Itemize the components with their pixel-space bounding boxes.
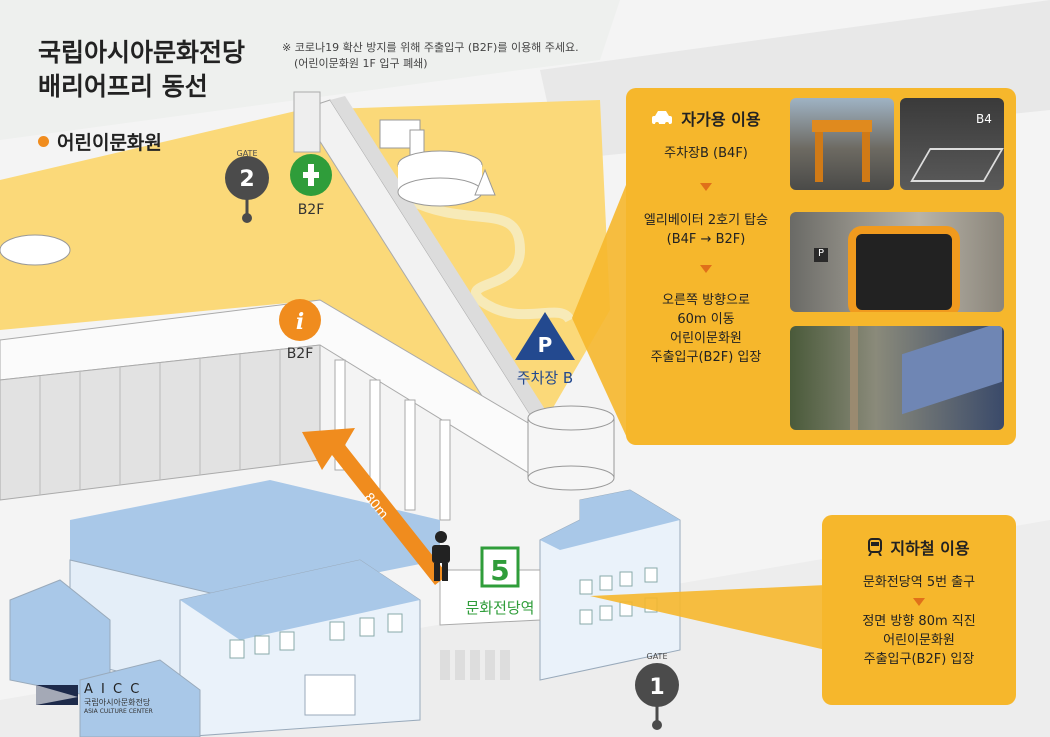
parking-label: 주차장 B <box>517 369 573 387</box>
car-step-2-line-2: (B4F → B2F) <box>666 232 746 247</box>
gate-2-word: GATE <box>237 149 258 158</box>
svg-text:i: i <box>296 309 304 335</box>
car-step-2-line-1: 엘리베이터 2호기 탑승 <box>643 213 769 228</box>
walkway-photo <box>790 326 1004 430</box>
notice-line-2: (어린이문화원 1F 입구 폐쇄) <box>294 57 428 70</box>
car-heading-text: 자가용 이용 <box>681 110 761 129</box>
subway-heading-text: 지하철 이용 <box>890 539 970 558</box>
title-line-1: 국립아시아문화전당 <box>38 38 246 67</box>
blue-buildings <box>9 480 681 737</box>
parking-entrance-photo <box>790 98 894 190</box>
car-route-panel: 자가용 이용 주차장B (B4F) 엘리베이터 2호기 탑승 (B4F → B2… <box>626 88 1016 445</box>
car-step-1: 주차장B (B4F) <box>664 146 748 161</box>
subway-step-2-line-2: 어린이문화원 <box>883 633 955 648</box>
parking-b4-photo: B4 <box>900 98 1004 190</box>
subway-step-2: 정면 방향 80m 직진 어린이문화원 주출입구(B2F) 입장 <box>822 612 1016 669</box>
subway-callout-pointer <box>590 585 826 650</box>
car-callout-pointer <box>572 180 628 440</box>
car-step-3-line-4: 주출입구(B2F) 입장 <box>650 350 762 365</box>
elevator-marker[interactable]: B2F <box>290 154 332 218</box>
logo-korean: 국립아시아문화전당 <box>84 698 151 707</box>
parking-letter: P <box>538 333 553 357</box>
info-marker[interactable]: i B2F <box>279 299 321 362</box>
car-step-3-line-1: 오른쪽 방향으로 <box>662 293 750 308</box>
car-step-3-line-2: 60m 이동 <box>677 312 735 327</box>
gate-2-pin[interactable]: GATE 2 <box>225 149 269 223</box>
parking-b-marker[interactable]: P 주차장 B <box>515 312 575 387</box>
subway-step-2-line-1: 정면 방향 80m 직진 <box>862 614 976 629</box>
info-floor: B2F <box>287 346 314 362</box>
arrow-down-icon <box>700 265 712 273</box>
notice: ※ 코로나19 확산 방지를 위해 주출입구 (B2F)를 이용해 주세요. (… <box>282 40 579 72</box>
route-arrow-80m <box>302 428 448 585</box>
train-icon <box>868 538 883 556</box>
elevator-floor: B2F <box>298 202 325 218</box>
car-step-3-line-3: 어린이문화원 <box>670 331 742 346</box>
person-icon <box>432 531 450 581</box>
cylinder-structure <box>527 405 615 491</box>
subway-heading: 지하철 이용 <box>822 535 1016 559</box>
subway-route-panel: 지하철 이용 문화전당역 5번 출구 정면 방향 80m 직진 어린이문화원 주… <box>822 515 1016 705</box>
subtitle: 어린이문화원 <box>38 128 162 155</box>
station-exit-5-marker[interactable]: 5 문화전당역 <box>465 546 535 617</box>
car-step-2: 엘리베이터 2호기 탑승 (B4F → B2F) <box>626 211 786 249</box>
gate-1-number: 1 <box>649 675 664 700</box>
orange-dot-icon <box>38 136 49 147</box>
gate-1-pin[interactable]: GATE 1 <box>635 652 679 730</box>
elevator-tower <box>293 91 321 153</box>
car-icon <box>652 111 673 126</box>
acc-logo <box>36 685 78 705</box>
subway-step-1: 문화전당역 5번 출구 <box>862 575 976 590</box>
car-step-3: 오른쪽 방향으로 60m 이동 어린이문화원 주출입구(B2F) 입장 <box>626 291 786 367</box>
car-heading: 자가용 이용 <box>626 106 786 130</box>
title-line-2: 배리어프리 동선 <box>38 72 208 101</box>
subway-step-2-line-3: 주출입구(B2F) 입장 <box>863 652 975 667</box>
logo-english: Asia Culture Center <box>84 708 153 715</box>
notice-line-1: ※ 코로나19 확산 방지를 위해 주출입구 (B2F)를 이용해 주세요. <box>282 41 579 54</box>
photo-b4-sign: B4 <box>976 112 992 126</box>
logo-text: A I C C 국립아시아문화전당 Asia Culture Center <box>84 682 153 715</box>
station-label: 문화전당역 <box>465 599 534 617</box>
subtitle-text: 어린이문화원 <box>57 132 162 154</box>
elevator-photo: P <box>790 212 1004 312</box>
arrow-down-icon <box>913 598 925 606</box>
arrow-down-icon <box>700 183 712 191</box>
playground <box>379 119 496 207</box>
gate-1-word: GATE <box>647 652 668 661</box>
gate-2-number: 2 <box>239 167 254 192</box>
page-title: 국립아시아문화전당 배리어프리 동선 <box>38 36 245 104</box>
logo-letters: A I C C <box>84 682 142 697</box>
station-number: 5 <box>490 554 509 587</box>
